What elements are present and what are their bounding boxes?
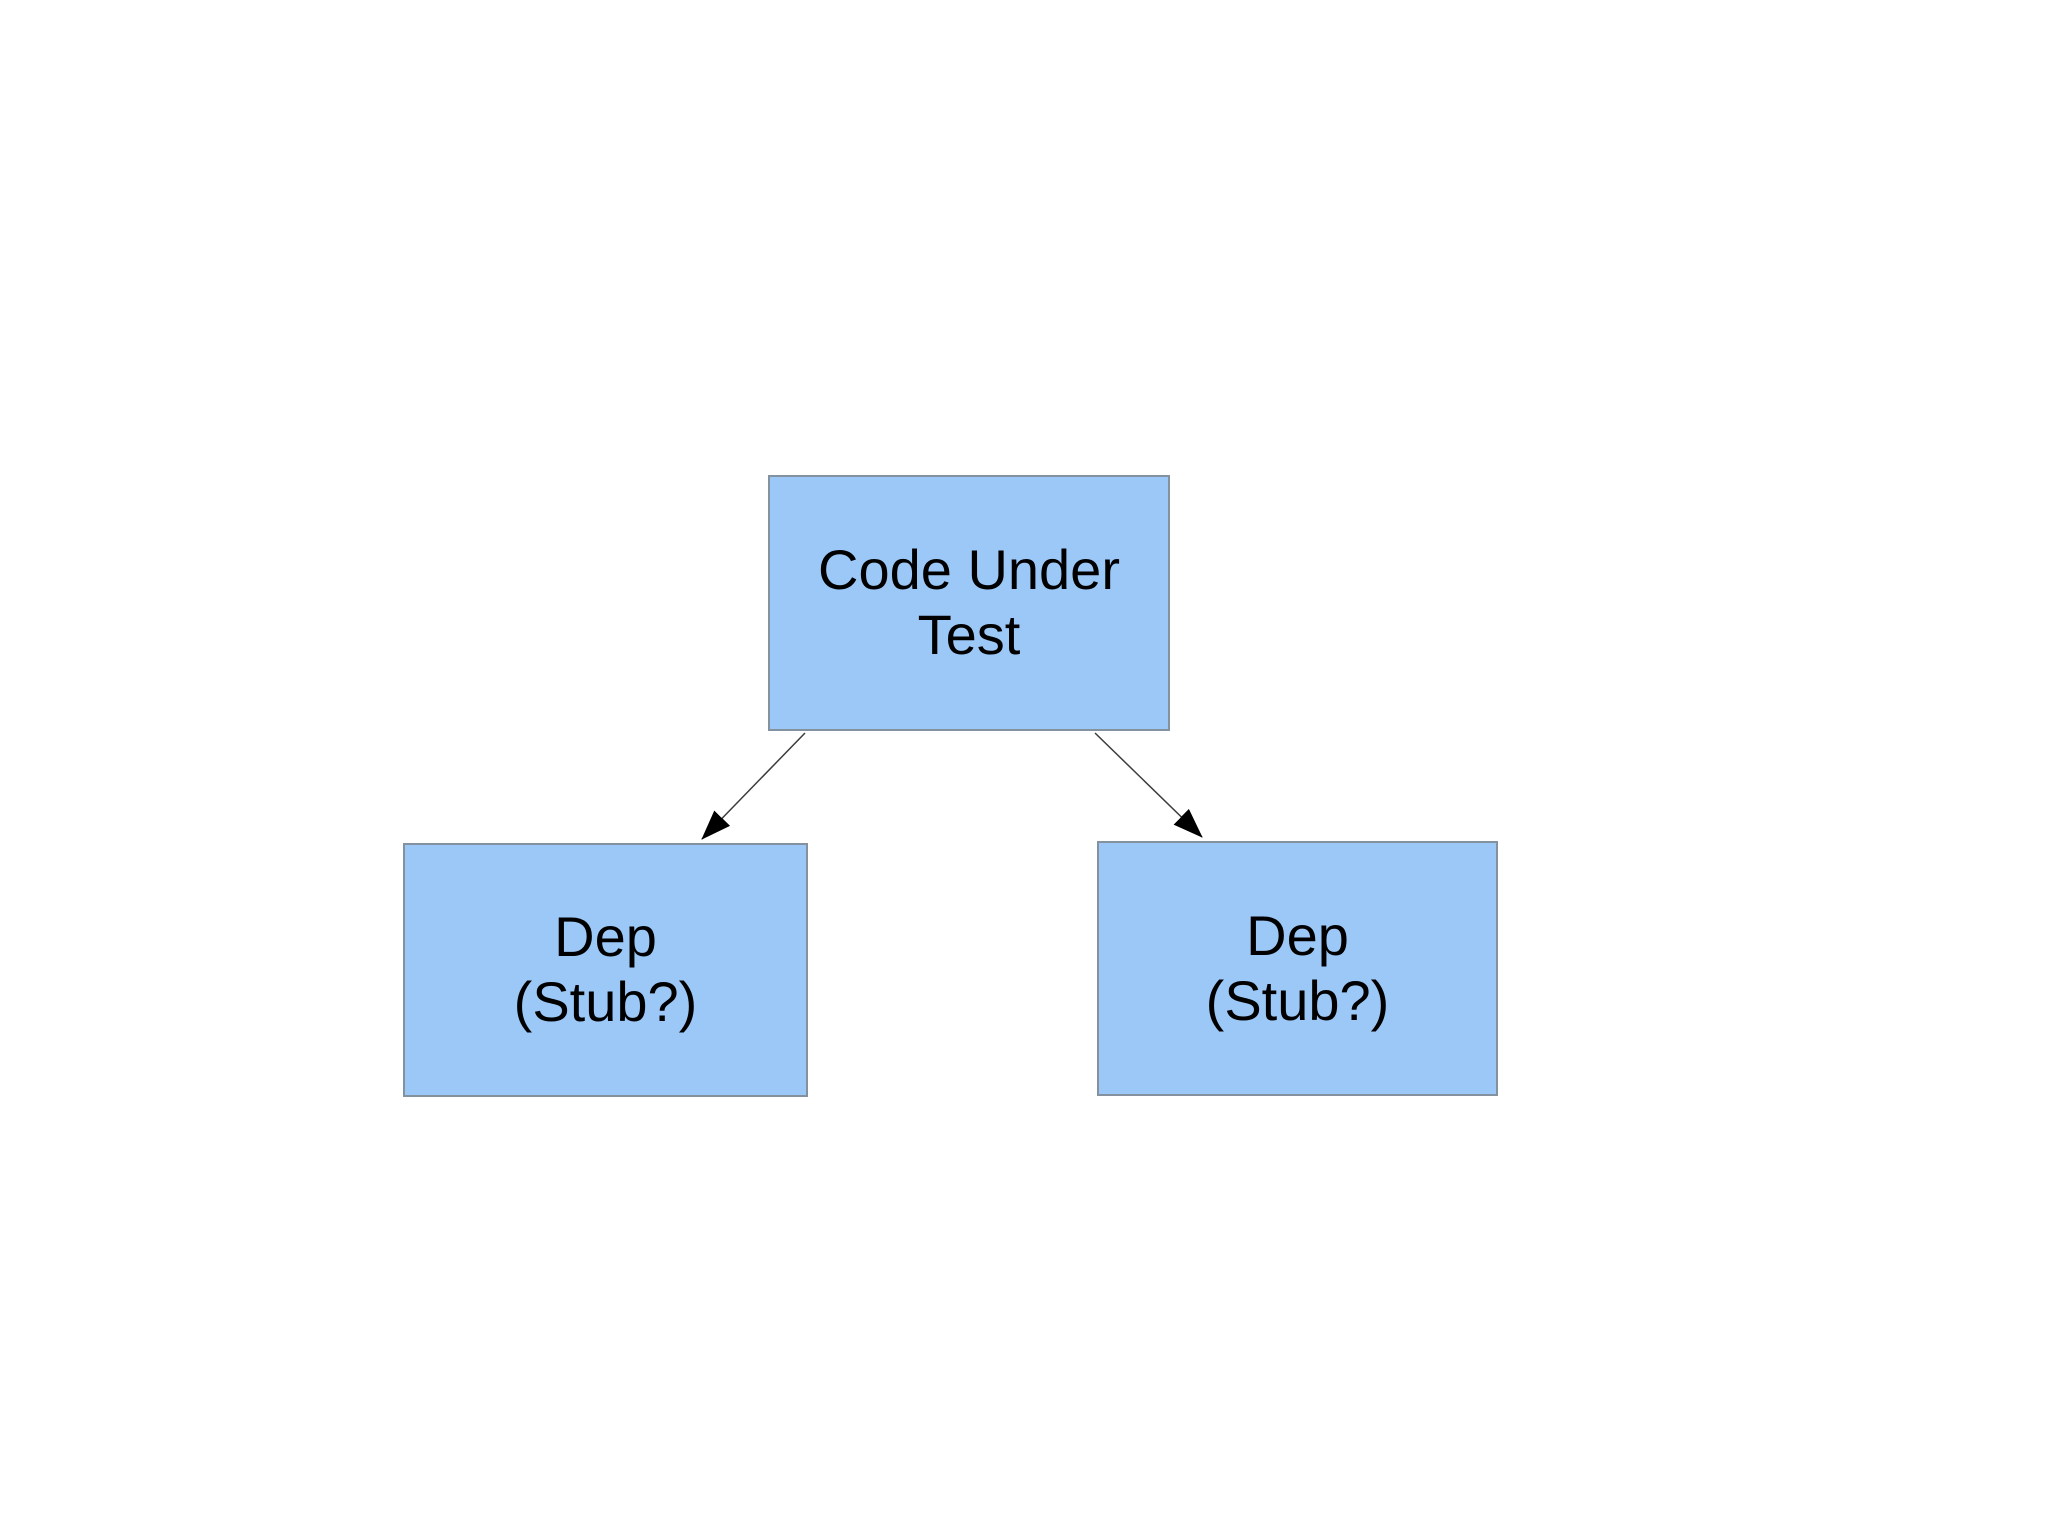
arrow-to-dep-right xyxy=(1094,732,1203,838)
arrow-to-dep-left xyxy=(701,732,806,840)
node-label: Code Under Test xyxy=(818,538,1120,666)
node-dep-stub-left: Dep (Stub?) xyxy=(403,843,808,1097)
node-code-under-test: Code Under Test xyxy=(768,475,1170,731)
node-label: Dep (Stub?) xyxy=(1205,903,1390,1032)
node-dep-stub-right: Dep (Stub?) xyxy=(1097,841,1498,1096)
node-label: Dep (Stub?) xyxy=(513,905,698,1033)
